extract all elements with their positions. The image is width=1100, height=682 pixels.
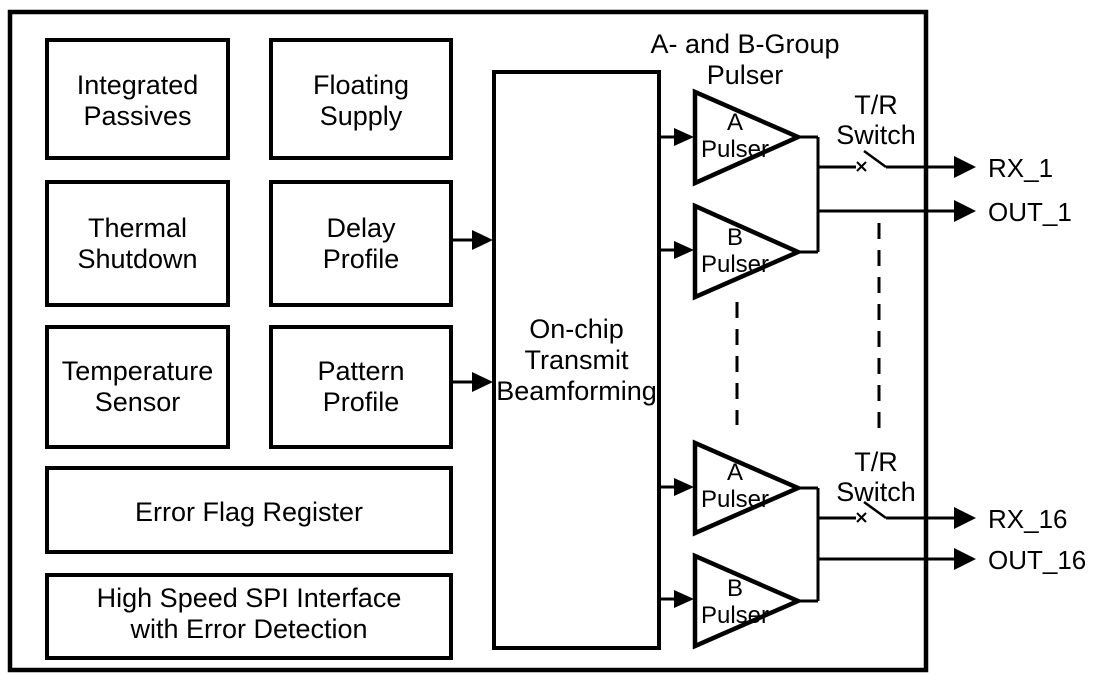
output-bus-channel-1: [796, 135, 976, 254]
arrow-beamforming-to-a-pulser-16: [659, 478, 694, 496]
pattern-profile-label: Profile: [323, 387, 400, 417]
temperature-sensor-label: Sensor: [95, 387, 181, 417]
arrowhead-icon: [472, 230, 493, 250]
spi-interface-label: High Speed SPI Interface: [97, 583, 402, 613]
switch-contact-x-icon: [856, 161, 867, 172]
a-pulser-16-label: A: [727, 459, 743, 486]
pulser-group-title: Pulser: [707, 60, 784, 90]
tr-switch-16-label: T/R: [854, 447, 898, 477]
a-pulser-16-label: Pulser: [701, 486, 769, 513]
arrow-pattern-profile-to-beamforming: [451, 372, 493, 392]
arrowhead-icon: [472, 372, 493, 392]
arrow-beamforming-to-b-pulser-1: [659, 241, 694, 259]
arrowhead-icon: [674, 590, 694, 608]
block-spi-interface: [45, 573, 453, 660]
tr-switch-1-label: T/R: [854, 90, 898, 120]
tr-switch-1-label: Switch: [836, 120, 916, 150]
a-pulser-1-label: A: [727, 109, 743, 136]
block-floating-supply: [269, 38, 453, 160]
output-label-rx-16: RX_16: [988, 504, 1068, 534]
b-pulser-16-label: Pulser: [701, 602, 769, 629]
output-label-rx-1: RX_1: [988, 153, 1053, 183]
a-pulser-1-triangle: [692, 88, 804, 187]
block-labels: Integrated Passives Floating Supply Ther…: [62, 70, 657, 644]
tr-switch-16-label: Switch: [836, 477, 916, 507]
b-pulser-1-label: Pulser: [701, 251, 769, 278]
switch-contact-x-icon: [856, 512, 867, 523]
floating-supply-label: Floating: [313, 70, 409, 100]
thermal-shutdown-label: Thermal: [88, 213, 187, 243]
beamforming-label: Transmit: [524, 345, 629, 375]
tr-switch-lever-icon: [863, 500, 887, 520]
error-flag-register-label: Error Flag Register: [135, 497, 363, 527]
beamforming-label: Beamforming: [496, 376, 657, 406]
arrowhead-icon: [954, 200, 976, 222]
block-pattern-profile: [269, 325, 453, 449]
spi-interface-label: with Error Detection: [129, 614, 367, 644]
block-beamforming: [492, 70, 661, 650]
output-bus-channel-16: [796, 486, 976, 603]
arrowhead-icon: [674, 128, 694, 146]
arrowhead-icon: [954, 156, 976, 178]
b-pulser-1-label: B: [727, 224, 743, 251]
block-error-flag-register: [45, 466, 453, 554]
delay-profile-label: Profile: [323, 244, 400, 274]
block-integrated-passives: [45, 38, 230, 160]
pattern-profile-label: Pattern: [317, 356, 404, 386]
arrow-beamforming-to-a-pulser-1: [659, 128, 694, 146]
integrated-passives-label: Passives: [83, 101, 191, 131]
integrated-passives-label: Integrated: [77, 70, 199, 100]
block-delay-profile: [269, 180, 453, 307]
tr-switch-lever-icon: [863, 149, 887, 169]
output-label-out-16: OUT_16: [988, 545, 1086, 575]
a-pulser-16-triangle: [692, 439, 804, 537]
block-thermal-shutdown: [45, 180, 230, 307]
delay-profile-label: Delay: [326, 213, 396, 243]
beamforming-label: On-chip: [529, 314, 624, 344]
arrow-beamforming-to-b-pulser-16: [659, 590, 694, 608]
arrow-delay-profile-to-beamforming: [451, 230, 493, 250]
block-temperature-sensor: [45, 325, 230, 449]
output-label-out-1: OUT_1: [988, 197, 1072, 227]
arrowhead-icon: [954, 507, 976, 529]
arrowhead-icon: [674, 241, 694, 259]
thermal-shutdown-label: Shutdown: [77, 244, 197, 274]
arrowhead-icon: [674, 478, 694, 496]
a-pulser-1-label: Pulser: [701, 136, 769, 163]
pulser-group-title: A- and B-Group: [650, 29, 839, 59]
floating-supply-label: Supply: [320, 101, 403, 131]
arrowhead-icon: [954, 548, 976, 570]
b-pulser-16-label: B: [727, 575, 743, 602]
temperature-sensor-label: Temperature: [62, 356, 214, 386]
b-pulser-1-triangle: [692, 202, 804, 301]
b-pulser-16-triangle: [692, 552, 804, 650]
